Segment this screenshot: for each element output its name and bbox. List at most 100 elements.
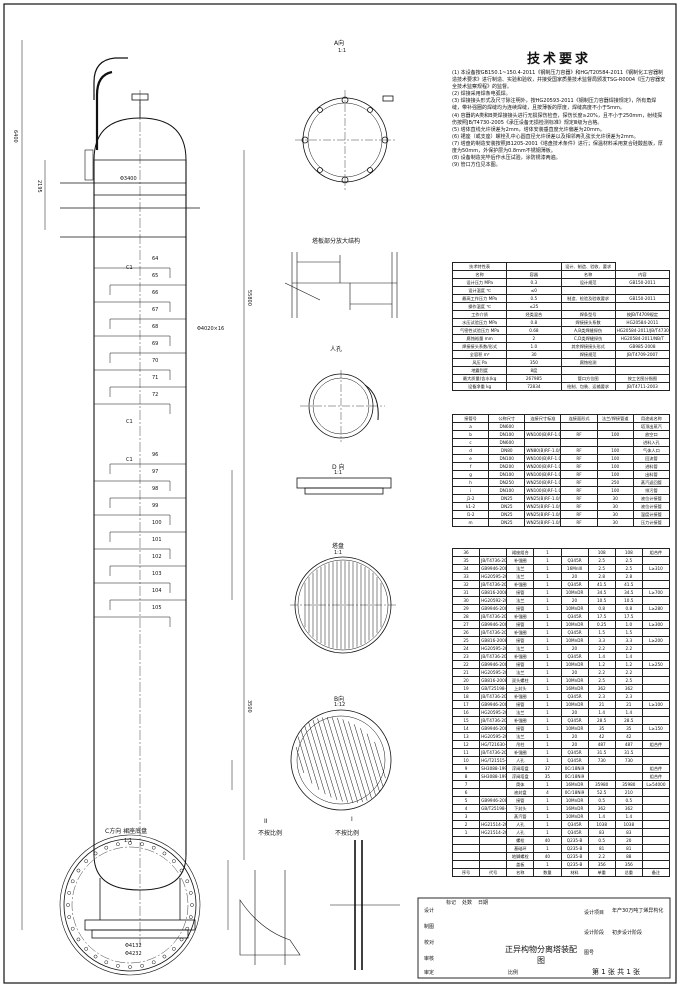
table-cell: HG20595-2008 <box>479 668 508 677</box>
table-cell: 风压 Pa <box>451 358 508 367</box>
table-cell: GB9946-2008 <box>479 604 508 613</box>
bolt-hole <box>179 868 184 873</box>
table-cell: 2.8 <box>587 572 616 581</box>
table-cell: 2.8 <box>614 572 643 581</box>
table-cell: L≥100 <box>641 700 671 709</box>
table-cell: 管口方位图 <box>560 374 616 383</box>
table-cell: 1 <box>533 812 562 821</box>
view-a <box>295 90 395 190</box>
table-cell: 水压试验压力 MPa <box>451 318 508 327</box>
table-cell: 1.2 <box>614 660 643 669</box>
table-cell: L≥54000 <box>641 780 671 789</box>
table-cell: 730 <box>587 756 616 765</box>
table-cell: 进料入孔 <box>632 438 671 447</box>
table-cell: Q235-B <box>560 836 589 845</box>
table-cell: 52.5 <box>587 788 616 797</box>
table-cell: 1 <box>533 748 562 757</box>
table-cell: 31.5 <box>587 748 616 757</box>
table-cell: 2.5 <box>587 556 616 565</box>
table-cell: 1 <box>533 668 562 677</box>
table-cell: 1 <box>533 580 562 589</box>
table-cell <box>560 286 616 295</box>
table-cell <box>451 836 481 845</box>
b-view-hatch <box>354 724 376 796</box>
table-cell: 16MnIII <box>560 564 589 573</box>
tower-elevation <box>21 40 245 945</box>
tray-number: 105 <box>152 605 162 611</box>
view-b-scale: 1:12 <box>334 702 346 708</box>
table-cell: 20 <box>560 740 589 749</box>
table-cell: 356 <box>614 860 643 869</box>
table-cell: Q345R <box>560 756 589 765</box>
table-cell: 法兰 <box>506 564 535 573</box>
table-row: 工作介质烃类混合焊条型号按JB/T4709规定 <box>451 310 671 319</box>
table-cell: 1 <box>533 804 562 813</box>
table-cell: HG20592-2008 <box>479 596 508 605</box>
table-cell: 10.5 <box>587 596 616 605</box>
table-cell: DN600 <box>488 422 526 431</box>
table-cell: 40 <box>533 836 562 845</box>
table-cell: 17.5 <box>587 612 616 621</box>
title-block: 设计 制图 校对 审核 审定 标记 处数 日期 正异构物分离塔装配图 设计项目 … <box>418 898 670 978</box>
table-cell: 接管 <box>506 660 535 669</box>
bolt-hole <box>84 946 89 951</box>
table-cell <box>451 860 481 869</box>
detail-i-label: I <box>351 816 353 823</box>
table-cell: 设计规范 <box>560 278 616 287</box>
table-cell: 362 <box>587 804 616 813</box>
table-cell: 排污管 <box>632 486 671 495</box>
table-cell <box>641 580 671 589</box>
tray-plan-label: 塔盘 <box>332 543 345 550</box>
table-cell <box>641 596 671 605</box>
table-cell: 焊条型号 <box>560 310 616 319</box>
table-cell: 操作温度 ℃ <box>451 302 508 311</box>
table-cell <box>641 668 671 677</box>
table-cell: 螺栓 <box>506 836 535 845</box>
table-cell: 浮阀塔盘 <box>506 772 535 781</box>
table-cell: 1.4 <box>614 812 643 821</box>
table-cell: 2.5 <box>614 564 643 573</box>
b-view-hatch <box>321 717 349 803</box>
table-cell: 1 <box>533 652 562 661</box>
table-cell <box>587 764 616 773</box>
table-cell: RF <box>560 486 598 495</box>
table-cell: 210 <box>614 788 643 797</box>
dim-4132: Φ4132 <box>125 943 142 949</box>
table-cell: 上封头 <box>506 684 535 693</box>
tray-number: 71 <box>152 375 159 381</box>
table-cell: 浮阀塔盘 <box>506 764 535 773</box>
dim-6400: 6400 <box>12 130 18 143</box>
table-cell: 1 <box>533 628 562 637</box>
table-cell: 0.5 <box>506 294 562 303</box>
table-cell: 20 <box>560 668 589 677</box>
table-cell: 0.8 <box>587 604 616 613</box>
manhole-label: 人孔 <box>330 346 343 353</box>
tb-no: 图号 <box>584 950 595 956</box>
tray-lines <box>94 267 186 627</box>
bolt-hole <box>70 926 75 931</box>
detail-ii-note: 不按比例 <box>258 830 283 837</box>
table-row: 设计温度 ℃≤0 <box>451 286 671 295</box>
table-cell: 4 <box>533 788 562 797</box>
detail-i-note: 不按比例 <box>335 830 360 837</box>
bolt-hole <box>70 879 75 884</box>
table-cell: 组合件 <box>641 772 671 781</box>
table-cell: Q345R <box>560 748 589 757</box>
table-cell <box>641 836 671 845</box>
table-cell: 11 <box>451 748 481 757</box>
table-cell: GB816-2008 <box>479 676 508 685</box>
table-cell: 20 <box>560 572 589 581</box>
table-cell <box>560 302 616 311</box>
table-cell: 人孔 <box>506 828 535 837</box>
